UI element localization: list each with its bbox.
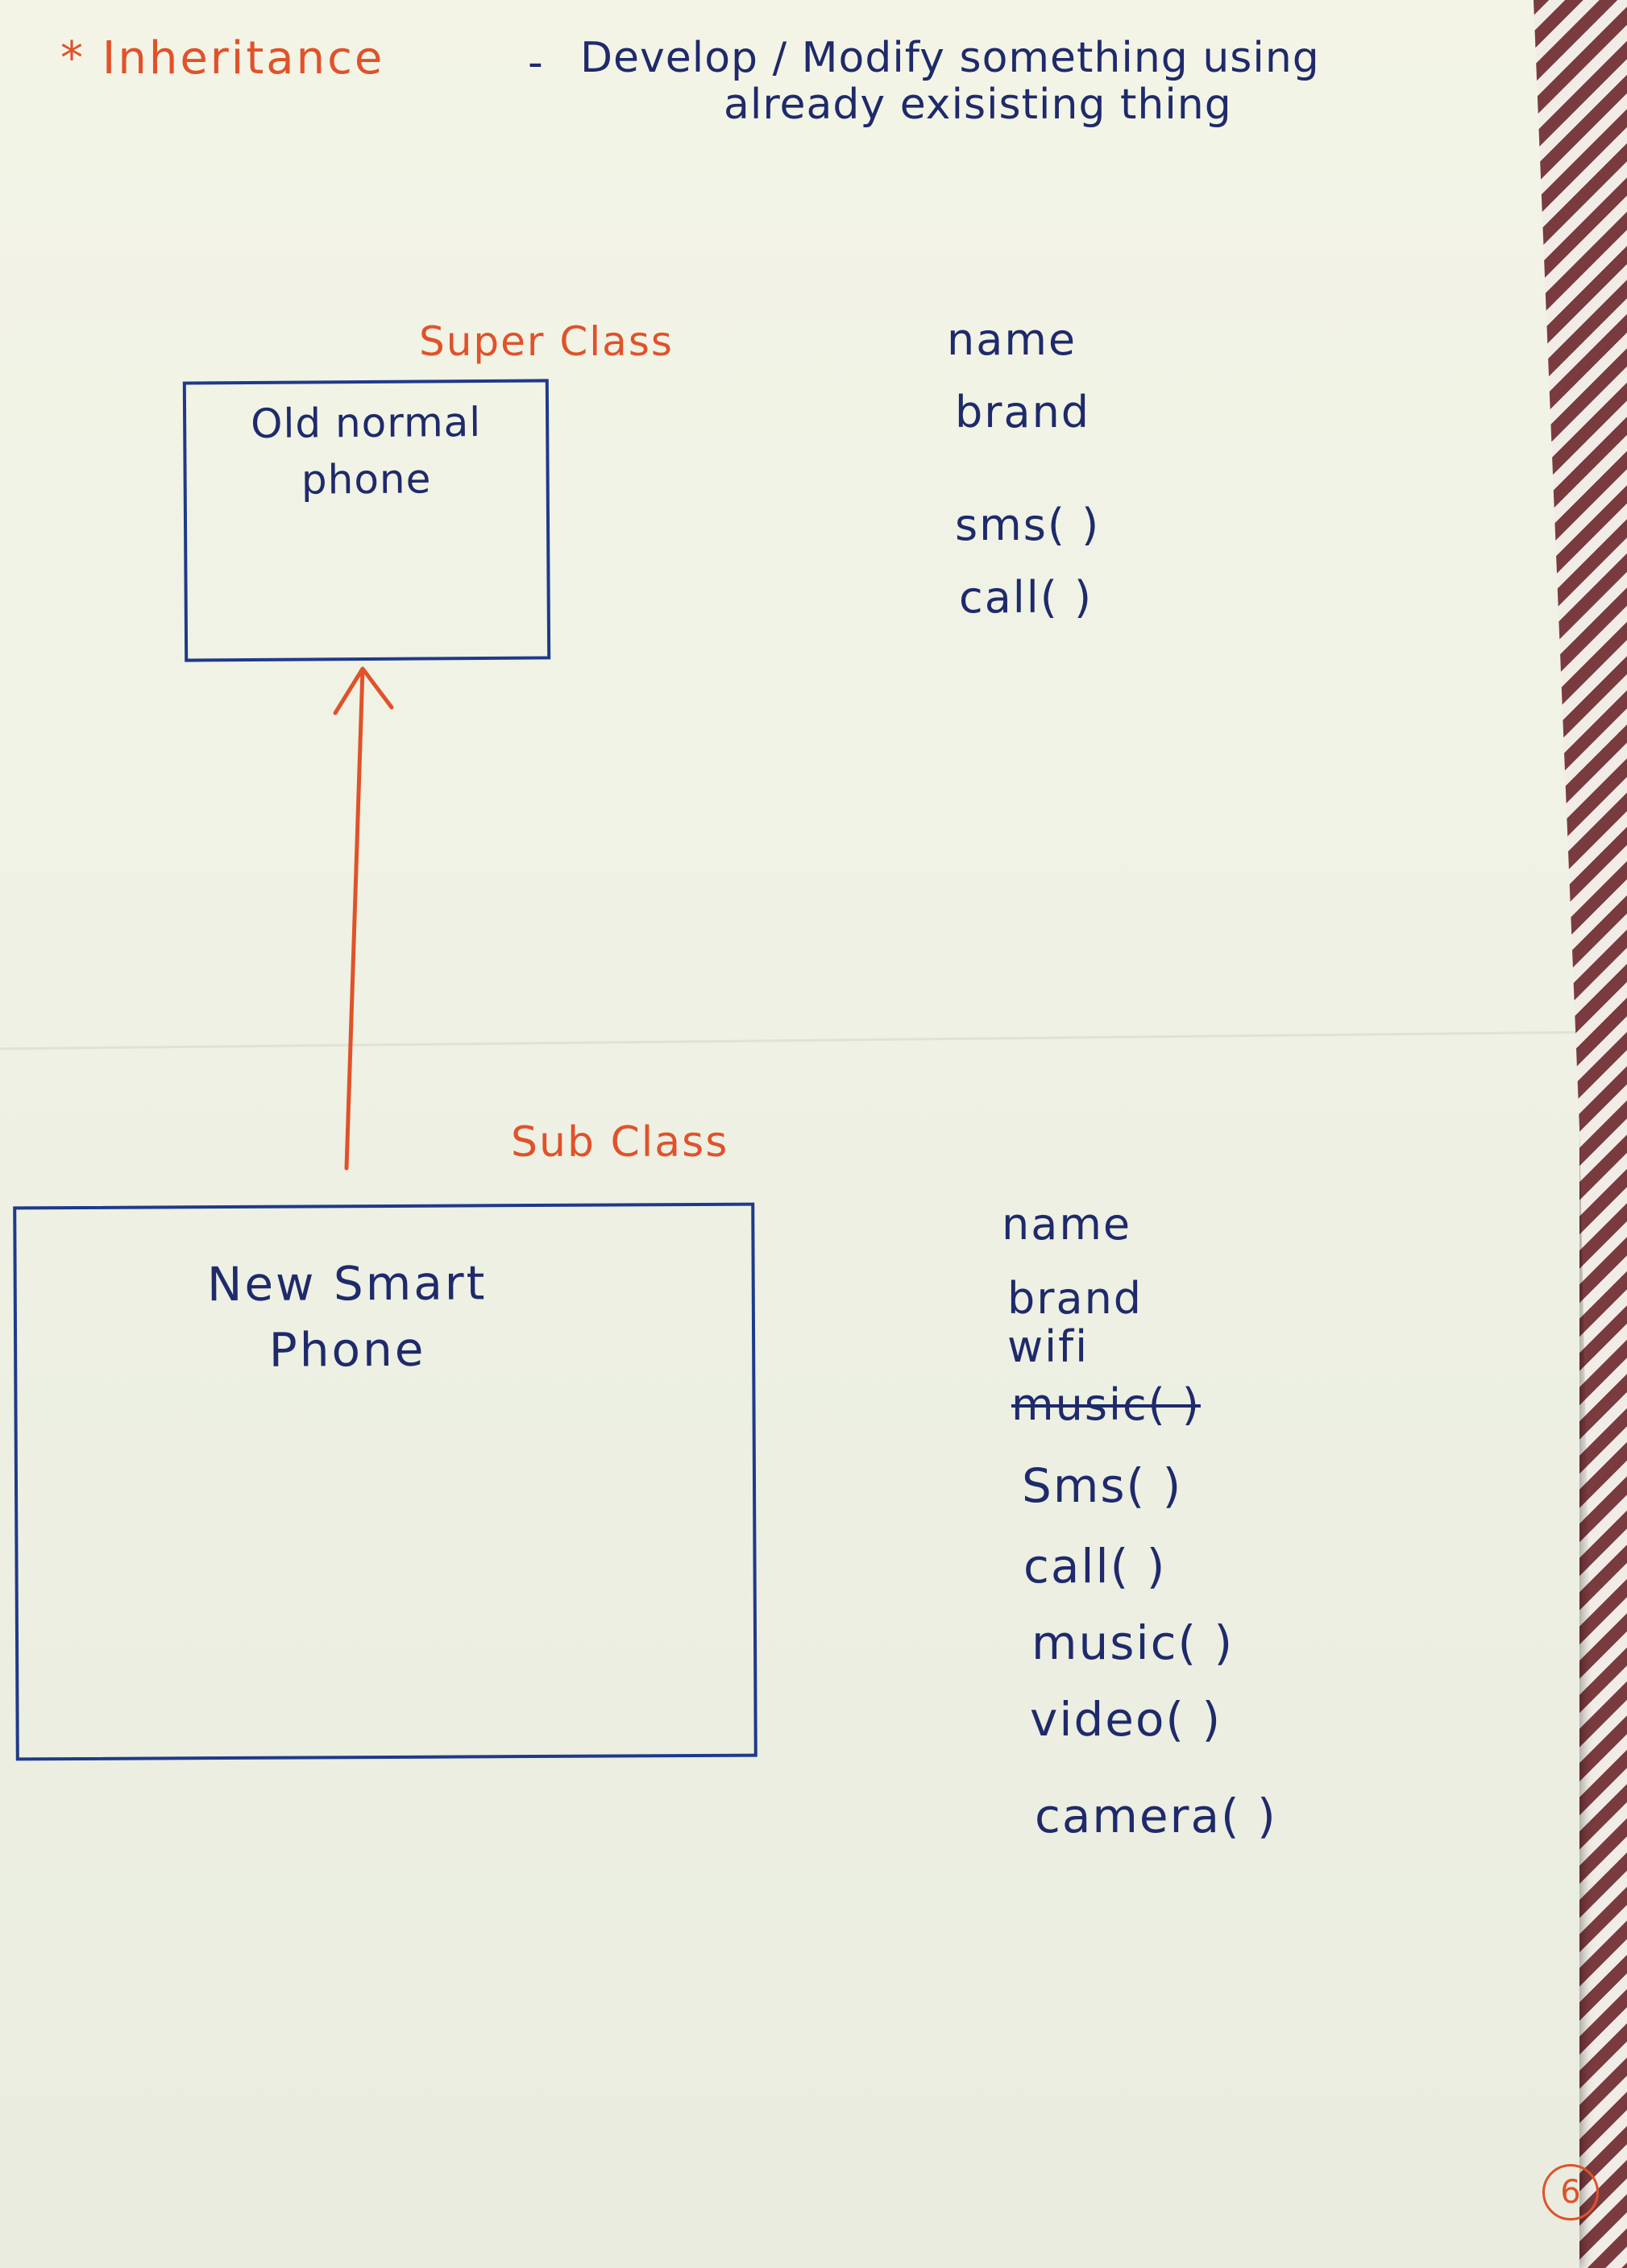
sub-class-member: Sms( ) xyxy=(1022,1458,1183,1513)
sub-class-box: New Smart Phone xyxy=(13,1202,757,1761)
page-title: * Inheritance xyxy=(60,32,384,85)
super-class-name-line2: phone xyxy=(301,455,432,504)
super-class-member: call( ) xyxy=(959,572,1094,623)
super-class-member: brand xyxy=(955,387,1091,437)
sub-class-name-line1: New Smart xyxy=(206,1255,488,1312)
sub-class-member: camera( ) xyxy=(1035,1789,1277,1843)
sub-class-member-struck-out: music( ) xyxy=(1011,1379,1201,1430)
inheritance-arrow xyxy=(333,666,394,1171)
super-class-box: Old normal phone xyxy=(182,379,551,662)
title-description-line1: Develop / Modify something using xyxy=(580,34,1320,82)
arrow-shaft xyxy=(344,666,365,1171)
super-class-member: sms( ) xyxy=(955,500,1101,550)
title-heading: Inheritance xyxy=(102,32,385,85)
sub-class-member: call( ) xyxy=(1023,1539,1167,1594)
super-class-name-line1: Old normal xyxy=(250,399,482,448)
sub-class-member: wifi xyxy=(1007,1321,1090,1372)
page-number: 6 xyxy=(1542,2164,1599,2220)
sub-class-member: name xyxy=(1002,1199,1132,1250)
sub-class-member: brand xyxy=(1007,1273,1143,1324)
arrow-head xyxy=(333,666,394,715)
paper-fold-line xyxy=(0,1030,1579,1051)
super-class-member: name xyxy=(947,314,1077,365)
sub-class-label: Sub Class xyxy=(511,1118,729,1167)
super-class-label: Super Class xyxy=(419,318,674,365)
sub-class-member: music( ) xyxy=(1031,1615,1235,1670)
title-dash: - xyxy=(528,39,543,87)
sub-class-member: video( ) xyxy=(1030,1692,1222,1747)
title-bullet: * xyxy=(60,32,85,85)
sub-class-name-line2: Phone xyxy=(268,1321,426,1378)
title-description-line2: already exisisting thing xyxy=(724,81,1232,129)
